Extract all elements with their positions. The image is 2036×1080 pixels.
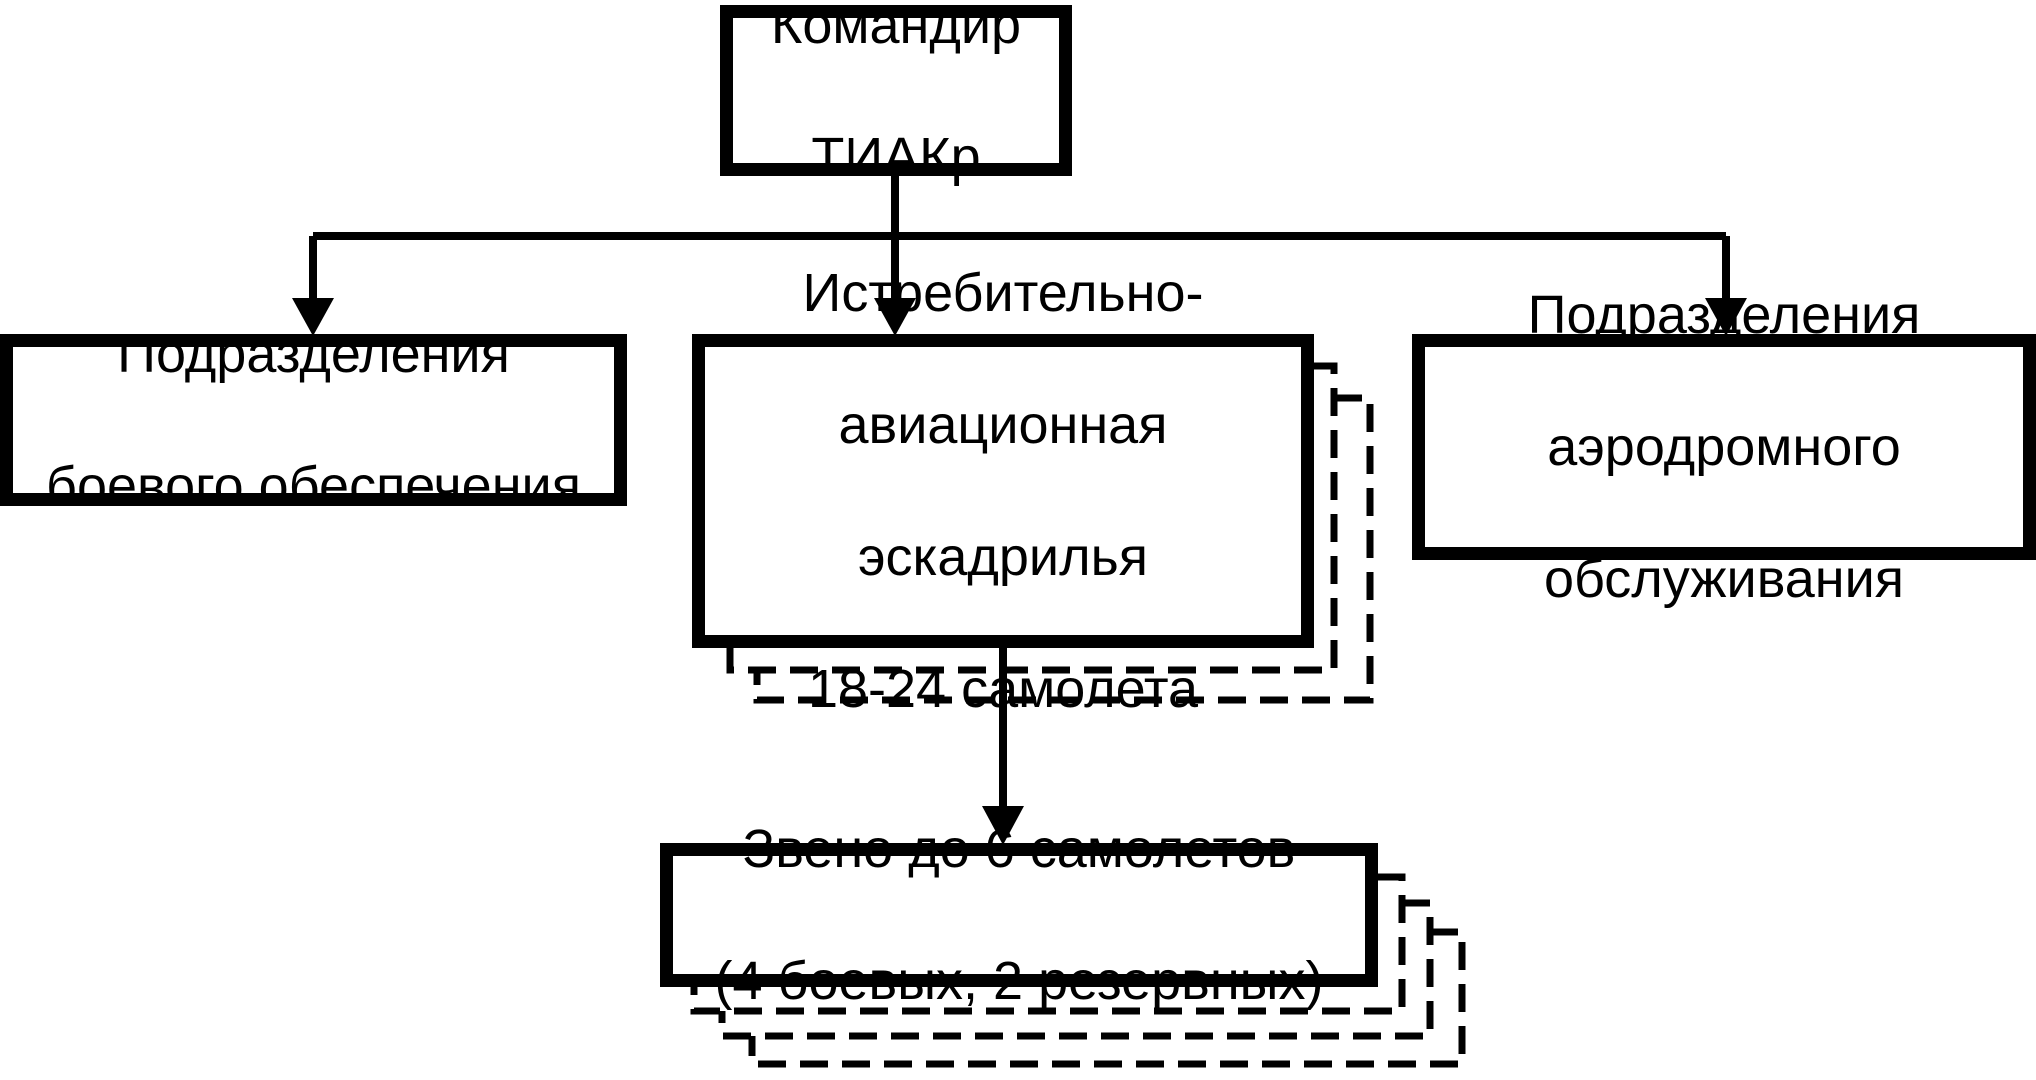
airfield-service-line-3: обслуживания bbox=[1543, 549, 1905, 609]
combat-support-line-2: боевого обеспечения bbox=[46, 456, 581, 516]
combat-support-node: Подразделения боевого обеспечения bbox=[0, 324, 627, 516]
connectors bbox=[309, 176, 1730, 808]
squadron-line-3: эскадрилья bbox=[857, 527, 1148, 587]
flight-copy-2 bbox=[718, 899, 1434, 1040]
squadron-node: Истребительно- авиационная эскадрилья 18… bbox=[692, 263, 1314, 719]
flight-node: Звено до 6 самолетов (4 боевых, 2 резерв… bbox=[660, 819, 1378, 1011]
squadron-line-4: 18-24 самолета bbox=[807, 659, 1198, 719]
arrowhead-icon bbox=[292, 298, 334, 336]
airfield-service-node: Подразделения аэродромного обслуживания bbox=[1412, 285, 2036, 609]
squadron-line-1: Истребительно- bbox=[802, 263, 1204, 323]
squadron-line-2: авиационная bbox=[838, 395, 1168, 455]
arrowhead-icon bbox=[874, 298, 916, 336]
airfield-service-line-1: Подразделения bbox=[1527, 285, 1921, 345]
flight-line-1: Звено до 6 самолетов bbox=[742, 819, 1296, 879]
commander-line-2: ТИАКр bbox=[811, 126, 981, 187]
squadron-copy-2 bbox=[753, 394, 1374, 704]
commander-node: Командир ТИАКр bbox=[720, 0, 1072, 187]
arrowheads bbox=[292, 298, 1747, 845]
airfield-service-line-2: аэродромного bbox=[1547, 417, 1901, 477]
commander-line-1: Командир bbox=[770, 0, 1022, 55]
flight-copy-3 bbox=[748, 928, 1466, 1068]
flight-copy-1 bbox=[690, 873, 1406, 1015]
squadron-copy-1 bbox=[726, 362, 1338, 674]
combat-support-line-1: Подразделения bbox=[117, 324, 510, 384]
flight-stack bbox=[690, 873, 1466, 1068]
squadron-stack bbox=[726, 362, 1374, 704]
arrowhead-icon bbox=[1705, 298, 1747, 336]
arrowhead-icon bbox=[982, 806, 1024, 845]
flight-line-2: (4 боевых, 2 резервных) bbox=[714, 951, 1324, 1011]
